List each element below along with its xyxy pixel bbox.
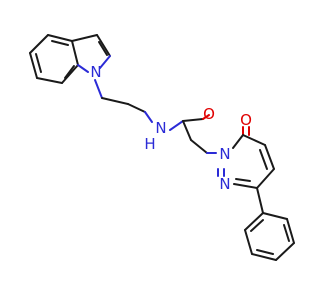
amide-nitrogen-label: N bbox=[155, 119, 166, 137]
amide-oxygen-label: O bbox=[203, 105, 215, 123]
indole-pyrrole-ring bbox=[71, 34, 111, 73]
amide-group bbox=[169, 114, 210, 154]
molecule-structure: N N H O O N N bbox=[29, 34, 295, 261]
indole-nitrogen-label: N bbox=[90, 63, 101, 81]
ketone-oxygen-label: O bbox=[240, 111, 252, 129]
amide-hydrogen-label: H bbox=[144, 135, 155, 153]
indole-benzene-ring bbox=[29, 34, 79, 84]
ethyl-linker bbox=[94, 79, 153, 123]
ring-nitrogen-1-label: N bbox=[219, 145, 230, 163]
ring-nitrogen-2-label: N bbox=[219, 175, 230, 193]
phenyl-ring bbox=[244, 187, 295, 261]
atom-labels: N N H O O N N bbox=[90, 63, 252, 193]
pyridazinone-ring bbox=[206, 126, 275, 189]
